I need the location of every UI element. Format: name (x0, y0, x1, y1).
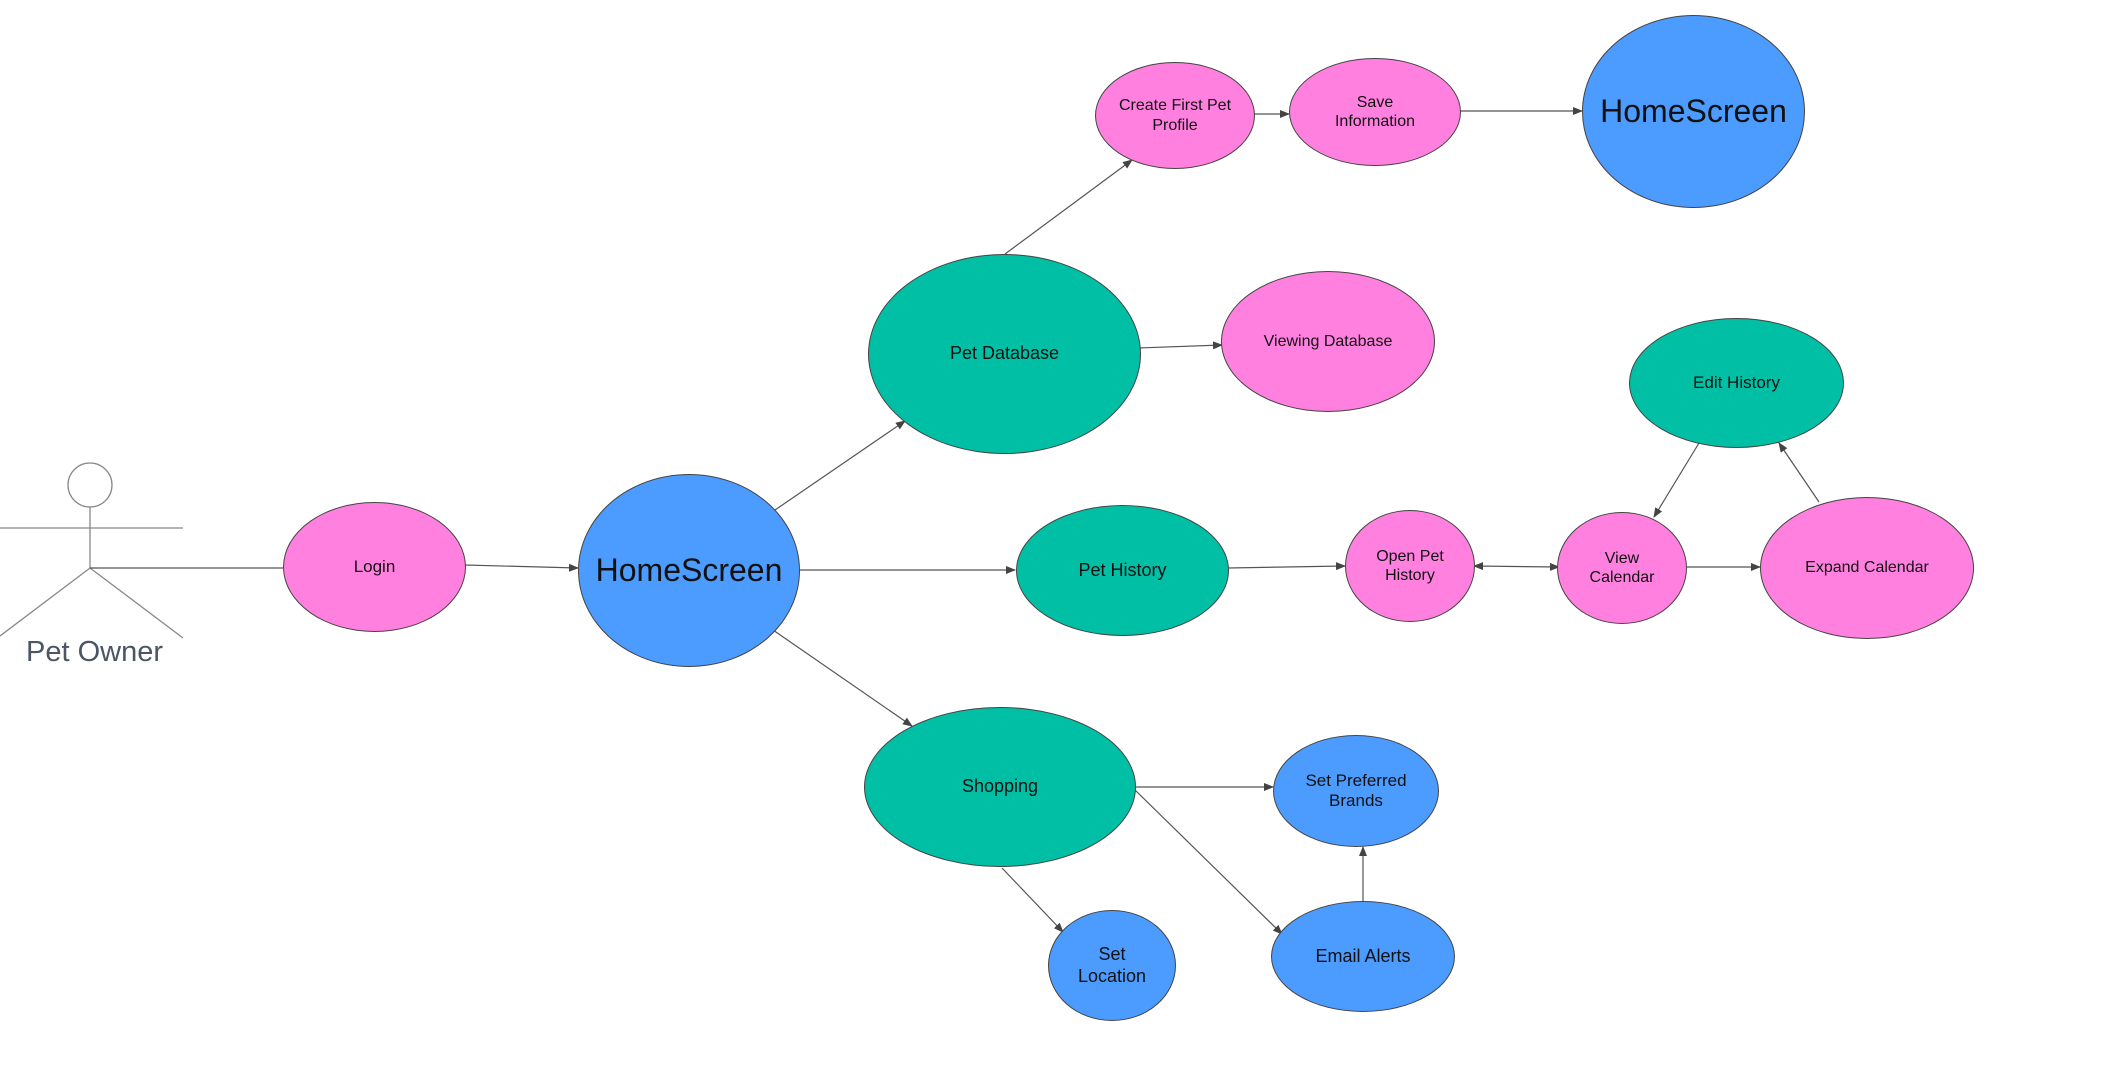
edge-home-shopping (772, 629, 913, 727)
pet-database-node[interactable]: Pet Database (868, 254, 1141, 454)
homescreen-main-node[interactable]: HomeScreen (578, 474, 800, 667)
edge-login-home (464, 563, 579, 572)
pet-history-node[interactable]: Pet History (1016, 505, 1229, 636)
edge-petdb-viewing (1137, 341, 1223, 350)
viewing-database-node[interactable]: Viewing Database (1221, 271, 1435, 412)
homescreen-top-node[interactable]: HomeScreen (1582, 15, 1805, 208)
edge-petdb-create (1004, 159, 1133, 255)
edge-expand-edit (1778, 442, 1820, 503)
login-node[interactable]: Login (283, 502, 466, 632)
edge-open-viewcalendar (1473, 562, 1560, 571)
open-pet-history-node[interactable]: Open Pet History (1345, 510, 1475, 622)
expand-calendar-node[interactable]: Expand Calendar (1760, 497, 1974, 639)
edge-edit-viewcalendar (1653, 442, 1700, 518)
create-first-pet-profile-node[interactable]: Create First Pet Profile (1095, 62, 1255, 169)
edge-pethistory-open (1227, 562, 1346, 571)
save-information-node[interactable]: Save Information (1289, 58, 1461, 166)
set-preferred-brands-node[interactable]: Set Preferred Brands (1273, 735, 1439, 847)
view-calendar-node[interactable]: View Calendar (1557, 512, 1687, 624)
set-location-node[interactable]: Set Location (1048, 910, 1176, 1021)
email-alerts-node[interactable]: Email Alerts (1271, 901, 1455, 1012)
edge-shopping-location (1001, 867, 1064, 933)
edge-home-petdb (774, 420, 906, 511)
shopping-node[interactable]: Shopping (864, 707, 1136, 867)
pet-owner-actor-icon (0, 462, 184, 639)
edit-history-node[interactable]: Edit History (1629, 318, 1844, 448)
edge-shopping-email (1134, 789, 1283, 935)
actor-label: Pet Owner (26, 636, 163, 668)
